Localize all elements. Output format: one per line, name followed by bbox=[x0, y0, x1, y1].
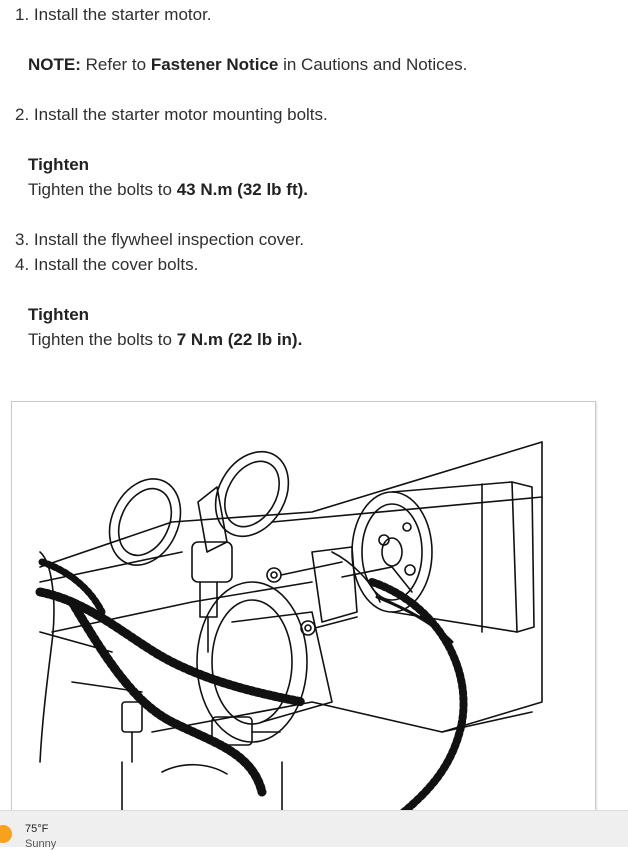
starter-motor-drawing bbox=[35, 441, 543, 822]
taskbar: 75°F Sunny bbox=[0, 810, 628, 850]
note-text-pre: Refer to bbox=[80, 55, 151, 74]
weather-condition: Sunny bbox=[25, 838, 57, 850]
tighten-spec-1: Tighten the bolts to 43 N.m (32 lb ft). bbox=[28, 180, 308, 200]
tighten-spec-text: Tighten the bolts to bbox=[28, 180, 177, 199]
tighten-spec-2: Tighten the bolts to 7 N.m (22 lb in). bbox=[28, 330, 302, 350]
tighten-spec-text: Tighten the bolts to bbox=[28, 330, 177, 349]
torque-value: 7 N.m (22 lb in). bbox=[176, 330, 303, 349]
step-2: 2. Install the starter motor mounting bo… bbox=[15, 105, 328, 124]
step-1: 1. Install the starter motor. bbox=[15, 5, 212, 24]
sun-icon bbox=[0, 825, 12, 843]
tighten-heading-2: Tighten bbox=[28, 305, 90, 324]
note-text-post: in Cautions and Notices. bbox=[278, 55, 468, 74]
torque-value: 43 N.m (32 lb ft). bbox=[176, 180, 308, 199]
fastener-note: NOTE: Refer to Fastener Notice in Cautio… bbox=[28, 55, 467, 75]
step-4: 4. Install the cover bolts. bbox=[15, 255, 199, 274]
note-label: NOTE: bbox=[28, 55, 81, 74]
starter-motor-illustration bbox=[11, 401, 596, 823]
step-3: 3. Install the flywheel inspection cover… bbox=[15, 230, 305, 249]
fastener-notice-link[interactable]: Fastener Notice bbox=[150, 55, 279, 74]
tighten-heading-1: Tighten bbox=[28, 155, 90, 174]
weather-temperature: 75°F bbox=[25, 823, 49, 835]
